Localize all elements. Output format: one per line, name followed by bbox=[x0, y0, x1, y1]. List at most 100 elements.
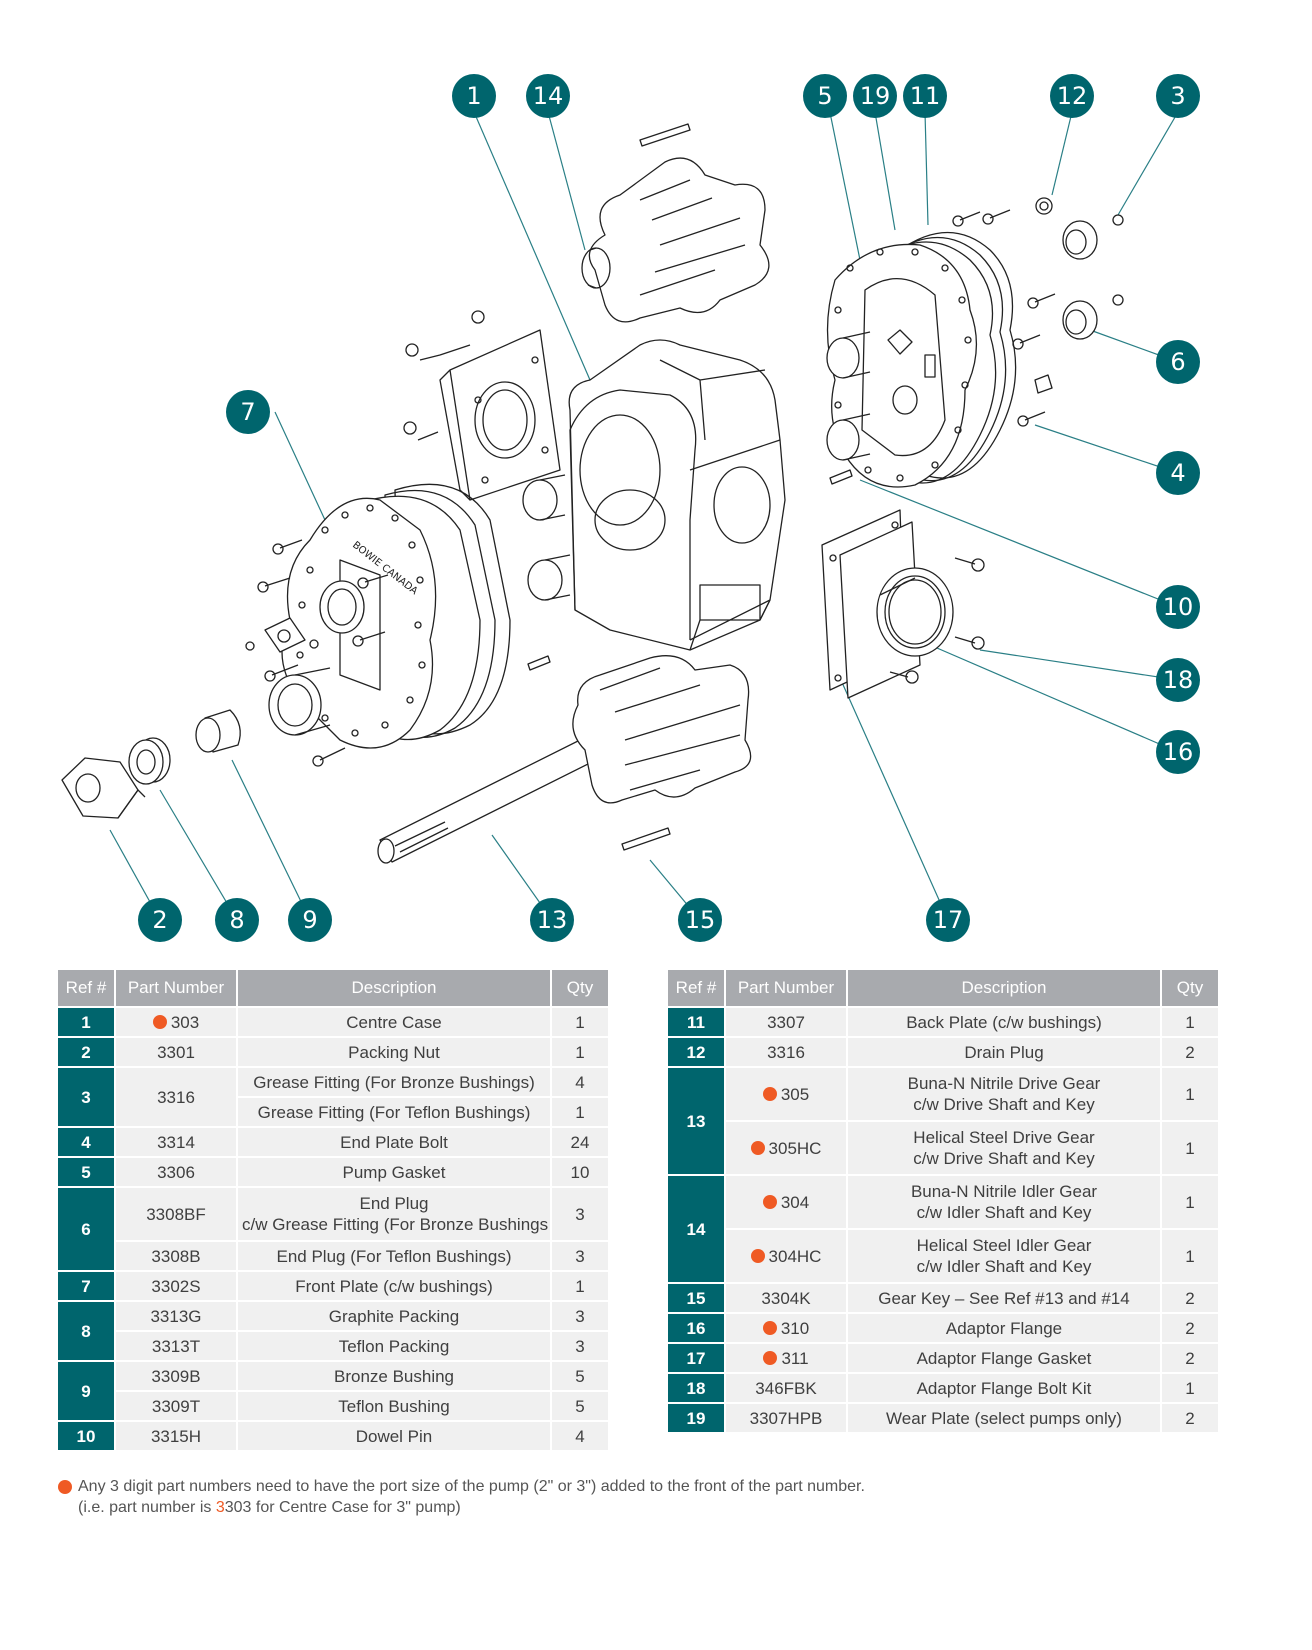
description-cell: Bronze Bushing bbox=[238, 1362, 550, 1390]
part-number-cell: 305HC bbox=[726, 1122, 846, 1174]
part-number-cell: 3307HPB bbox=[726, 1404, 846, 1432]
callout-circle bbox=[1156, 74, 1200, 118]
part-number-cell: 3309T bbox=[116, 1392, 236, 1420]
qty-cell: 1 bbox=[1162, 1008, 1218, 1036]
callout-1: 1 bbox=[452, 74, 496, 118]
description-line: Grease Fitting (For Bronze Bushings) bbox=[253, 1072, 535, 1092]
callout-circle bbox=[803, 74, 847, 118]
ref-cell: 2 bbox=[58, 1038, 114, 1066]
description-line: c/w Idler Shaft and Key bbox=[916, 1203, 1092, 1222]
part-number-cell: 304 bbox=[726, 1176, 846, 1228]
exploded-pump-diagram: BOWIE CANADA bbox=[61, 74, 1200, 942]
part-number-cell: 304HC bbox=[726, 1230, 846, 1282]
column-header: Ref # bbox=[668, 970, 724, 1006]
column-header: Qty bbox=[552, 970, 608, 1006]
callout-9: 9 bbox=[288, 898, 332, 942]
qty-cell: 3 bbox=[552, 1242, 608, 1270]
part-number: 3307 bbox=[767, 1012, 805, 1032]
description-line: c/w Idler Shaft and Key bbox=[916, 1257, 1092, 1276]
callout-circle bbox=[452, 74, 496, 118]
part-number-cell: 3315H bbox=[116, 1422, 236, 1450]
leader-lines bbox=[109, 87, 1179, 921]
orange-dot-icon bbox=[762, 1194, 777, 1209]
description-cell: Back Plate (c/w bushings) bbox=[848, 1008, 1160, 1036]
part-number-cell: 3316 bbox=[116, 1068, 236, 1126]
footnote-line-2-suffix: 303 for Centre Case for 3" pump) bbox=[224, 1499, 461, 1516]
description-line: End Plate Bolt bbox=[340, 1132, 448, 1152]
description-cell: Pump Gasket bbox=[238, 1158, 550, 1186]
part-number-cell: 305 bbox=[726, 1068, 846, 1120]
orange-dot-icon bbox=[750, 1140, 765, 1155]
part-number: 3316 bbox=[767, 1042, 805, 1062]
ref-cell: 19 bbox=[668, 1404, 724, 1432]
callout-circle bbox=[526, 74, 570, 118]
part-number: 3301 bbox=[157, 1042, 195, 1062]
description-cell: Adaptor Flange bbox=[848, 1314, 1160, 1342]
ref-cell: 11 bbox=[668, 1008, 724, 1036]
description-cell: End Plate Bolt bbox=[238, 1128, 550, 1156]
description-cell: Wear Plate (select pumps only) bbox=[848, 1404, 1160, 1432]
qty-cell: 2 bbox=[1162, 1038, 1218, 1066]
callout-18: 18 bbox=[1156, 658, 1200, 702]
part-number-cell: 3314 bbox=[116, 1128, 236, 1156]
description-cell: End Plug (For Teflon Bushings) bbox=[238, 1242, 550, 1270]
description-cell: Adaptor Flange Bolt Kit bbox=[848, 1374, 1160, 1402]
description-line: Drain Plug bbox=[964, 1042, 1044, 1062]
description-line: End Plug bbox=[359, 1194, 429, 1213]
part-number-cell: 3307 bbox=[726, 1008, 846, 1036]
callout-number: 5 bbox=[817, 82, 832, 110]
callout-8: 8 bbox=[215, 898, 259, 942]
table-row: 3308B End Plug (For Teflon Bushings)3 bbox=[58, 1242, 608, 1270]
ref-cell: 14 bbox=[668, 1176, 724, 1282]
callout-circle bbox=[853, 74, 897, 118]
description-line: Packing Nut bbox=[348, 1042, 440, 1062]
description-line: Bronze Bushing bbox=[333, 1366, 455, 1386]
ref-cell: 1 bbox=[58, 1008, 114, 1036]
part-number: 310 bbox=[780, 1318, 810, 1338]
callout-14: 14 bbox=[526, 74, 570, 118]
qty-cell: 1 bbox=[1162, 1122, 1218, 1174]
orange-dot-icon bbox=[762, 1320, 777, 1335]
part-number: 305 bbox=[780, 1084, 810, 1104]
callout-number: 2 bbox=[152, 906, 167, 934]
qty-cell: 2 bbox=[1162, 1404, 1218, 1432]
qty-cell: 1 bbox=[1162, 1068, 1218, 1120]
callout-number: 4 bbox=[1170, 459, 1185, 487]
part-number-cell: 3301 bbox=[116, 1038, 236, 1066]
description-line: Centre Case bbox=[346, 1012, 442, 1032]
description-cell: Teflon Packing bbox=[238, 1332, 550, 1360]
callout-6: 6 bbox=[1156, 340, 1200, 384]
ref-cell: 16 bbox=[668, 1314, 724, 1342]
callout-3: 3 bbox=[1156, 74, 1200, 118]
qty-cell: 1 bbox=[552, 1038, 608, 1066]
description-line: Dowel Pin bbox=[355, 1426, 433, 1446]
callout-number: 15 bbox=[685, 906, 716, 934]
part-number-cell: 3308B bbox=[116, 1242, 236, 1270]
qty-cell: 1 bbox=[552, 1098, 608, 1126]
ref-cell: 13 bbox=[668, 1068, 724, 1174]
description-line: Adaptor Flange bbox=[945, 1318, 1063, 1338]
callout-circle bbox=[678, 898, 722, 942]
description-line: Grease Fitting (For Teflon Bushings) bbox=[257, 1102, 531, 1122]
qty-cell: 2 bbox=[1162, 1284, 1218, 1312]
part-number: 3307HPB bbox=[749, 1408, 823, 1428]
callout-circle bbox=[1156, 340, 1200, 384]
qty-cell: 10 bbox=[552, 1158, 608, 1186]
column-header: Description bbox=[238, 970, 550, 1006]
description-line: c/w Grease Fitting (For Bronze Bushings bbox=[242, 1215, 549, 1234]
description-line: Teflon Packing bbox=[338, 1336, 450, 1356]
table-row: 11 3307 Back Plate (c/w bushings)1 bbox=[668, 1008, 1218, 1036]
callout-number: 18 bbox=[1163, 666, 1194, 694]
qty-cell: 5 bbox=[552, 1392, 608, 1420]
callout-number: 16 bbox=[1163, 738, 1194, 766]
part-number: 3308B bbox=[151, 1246, 201, 1266]
ref-cell: 18 bbox=[668, 1374, 724, 1402]
part-number: 304HC bbox=[768, 1246, 822, 1266]
footnote: Any 3 digit part numbers need to have th… bbox=[58, 1476, 1238, 1518]
column-header: Qty bbox=[1162, 970, 1218, 1006]
